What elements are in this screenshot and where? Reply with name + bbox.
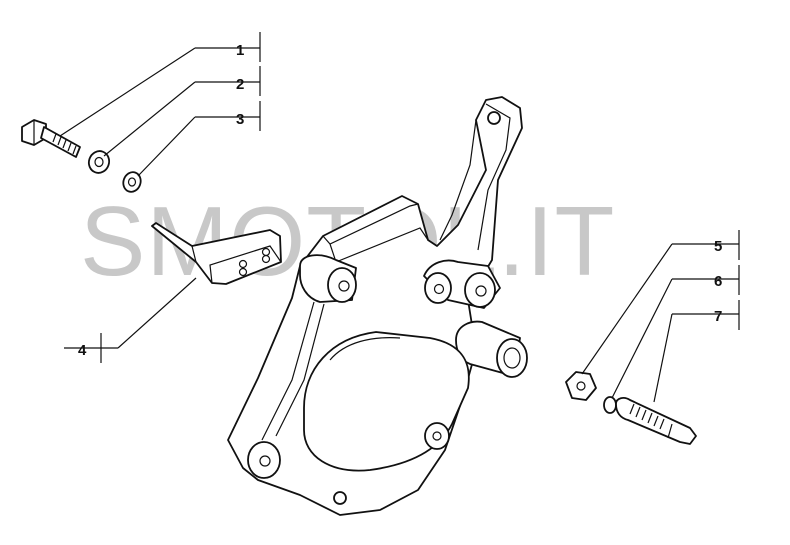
part-5-nut [565,371,597,401]
callout-2: 2 [236,76,244,93]
part-2-washer [87,150,111,174]
part-1-bolt [21,119,81,158]
part-6-washer [603,396,617,414]
callout-5: 5 [714,238,722,255]
part-3-washer [122,171,142,193]
main-housing [227,96,528,516]
part-4-bracket [151,222,282,285]
callout-1: 1 [236,42,244,59]
callout-7: 7 [714,308,722,325]
callout-6: 6 [714,273,722,290]
part-7-stud [615,397,697,445]
callout-4: 4 [78,342,87,359]
callout-leaders [59,32,740,403]
callout-3: 3 [236,111,244,128]
